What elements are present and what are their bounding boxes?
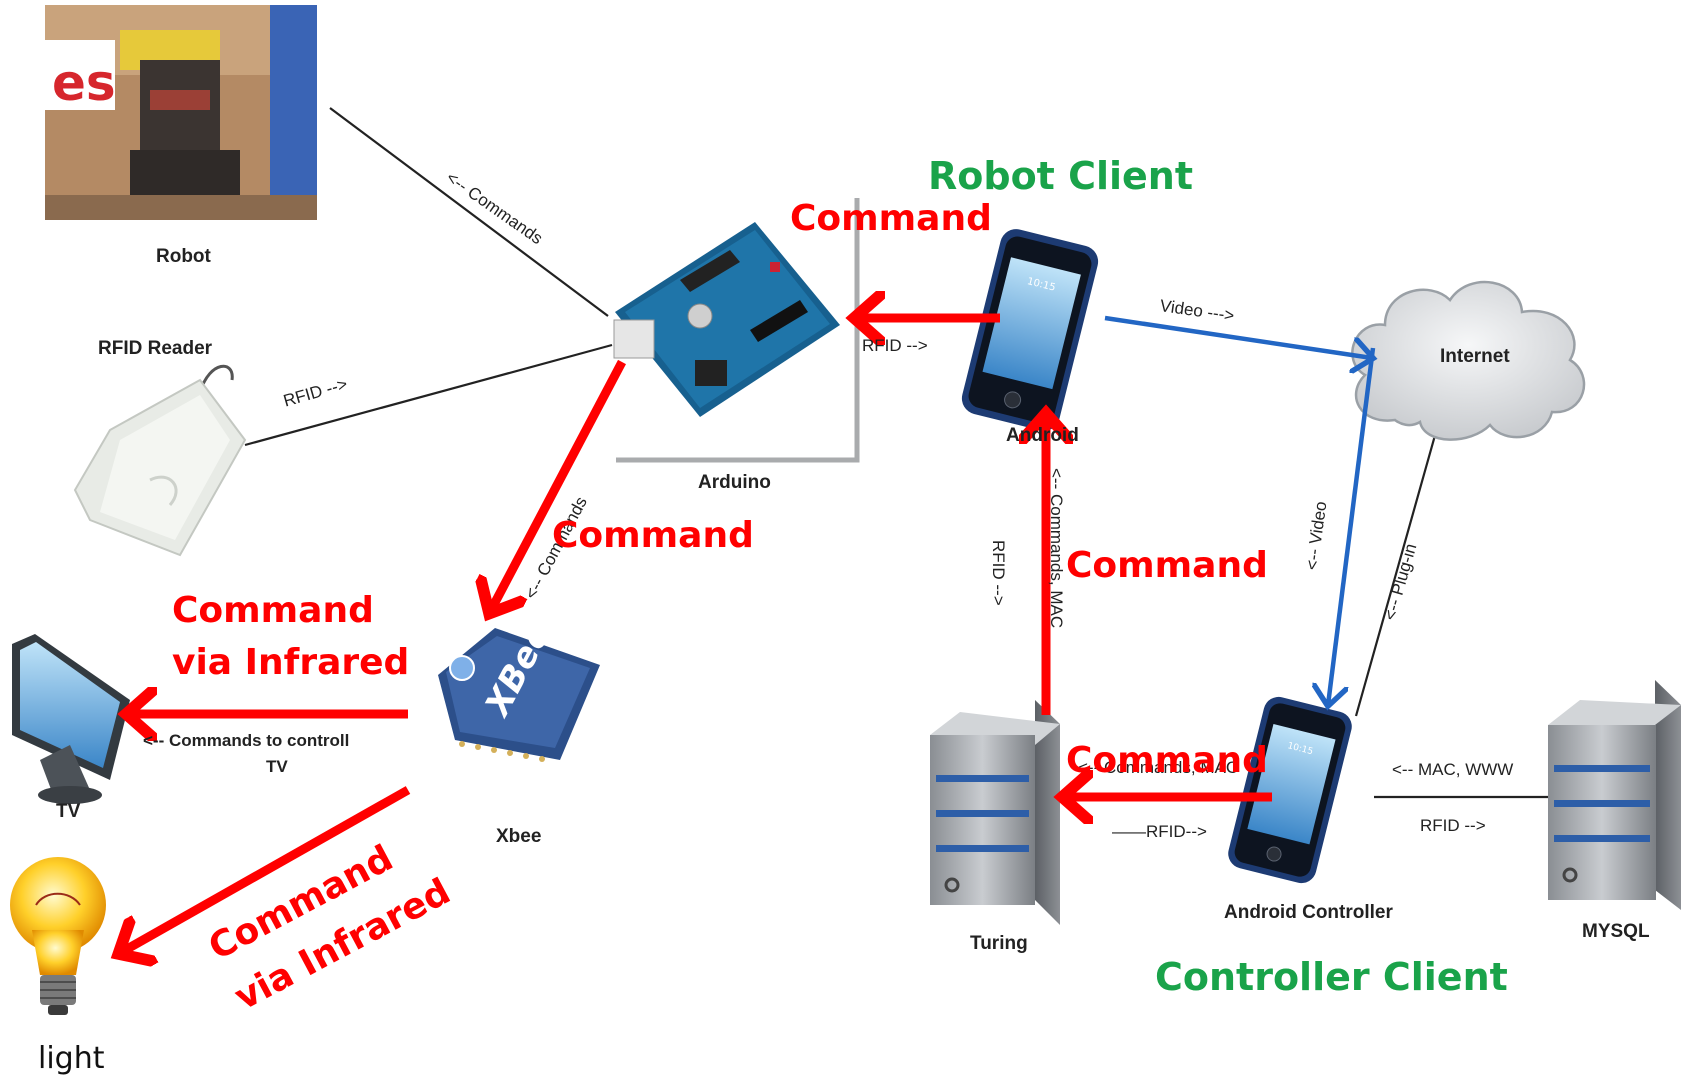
mysql-server bbox=[1548, 680, 1681, 910]
command-tv-line2: via Infrared bbox=[172, 642, 410, 683]
blue-arrows bbox=[1104, 315, 1376, 705]
video-internet-to-controller-arrow bbox=[1328, 347, 1376, 705]
arduino-label: Arduino bbox=[698, 472, 771, 493]
robot-label: Robot bbox=[156, 246, 211, 267]
turing-android-rfid-label: RFID --> bbox=[989, 540, 1008, 606]
arduino-bracket bbox=[616, 198, 860, 463]
mysql-controller-mac-label: <-- MAC, WWW bbox=[1392, 760, 1514, 779]
video-android-to-internet-arrow bbox=[1104, 315, 1372, 358]
android-controller-phone: 10:15 bbox=[1228, 696, 1352, 884]
power-jack bbox=[695, 360, 727, 386]
command-label-controller: Command bbox=[1066, 740, 1268, 781]
android-label: Android bbox=[1006, 425, 1079, 446]
command-label-turing: Command bbox=[1066, 545, 1268, 586]
android-arduino-edge-label: RFID --> bbox=[862, 336, 928, 355]
robot-arduino-line bbox=[329, 107, 609, 317]
svg-text:es: es bbox=[52, 54, 116, 112]
rfid-reader-device bbox=[73, 364, 247, 557]
tv-label: TV bbox=[56, 801, 81, 822]
robot-photo: es bbox=[45, 5, 317, 220]
mysql-label: MYSQL bbox=[1582, 921, 1650, 942]
arduino-board bbox=[613, 222, 840, 417]
xbee-tv-edge-label-line2: TV bbox=[266, 757, 288, 776]
turing-android-cmds-label: <-- Commands, MAC bbox=[1047, 468, 1066, 629]
robot-client-title: Robot Client bbox=[928, 154, 1193, 198]
light-label: light bbox=[38, 1041, 105, 1076]
android-controller-label: Android Controller bbox=[1224, 902, 1393, 923]
black-connectors bbox=[244, 107, 1548, 799]
android-phone: 10:15 bbox=[961, 229, 1099, 431]
usb-port bbox=[613, 319, 655, 359]
turing-label: Turing bbox=[970, 933, 1028, 954]
internet-label: Internet bbox=[1440, 346, 1510, 367]
command-label-arduino: Command bbox=[790, 198, 992, 239]
tv-monitor bbox=[12, 634, 130, 804]
controller-turing-cmds-label: <-- Commands, MAC bbox=[1078, 758, 1239, 777]
command-label-xbee: Command bbox=[552, 515, 754, 556]
light-bulb bbox=[10, 857, 106, 1015]
rfid-reader-label: RFID Reader bbox=[98, 338, 213, 359]
mysql-controller-rfid-label: RFID --> bbox=[1420, 816, 1486, 835]
arduino-to-xbee-arrow bbox=[490, 359, 626, 612]
xbee-label: Xbee bbox=[496, 826, 542, 847]
rfid-arduino-line bbox=[244, 343, 613, 447]
turing-server bbox=[930, 700, 1060, 925]
xbee-module: XBee bbox=[438, 617, 600, 762]
controller-client-title: Controller Client bbox=[1155, 955, 1508, 999]
command-tv-line1: Command bbox=[172, 590, 374, 631]
red-arrows bbox=[120, 318, 1272, 953]
internet-controller-plugin-line bbox=[1354, 413, 1443, 717]
xbee-to-light-arrow bbox=[120, 786, 411, 953]
controller-turing-rfid-label: ——RFID--> bbox=[1112, 822, 1207, 841]
xbee-tv-edge-label-line1: <-- Commands to controll bbox=[143, 731, 350, 750]
